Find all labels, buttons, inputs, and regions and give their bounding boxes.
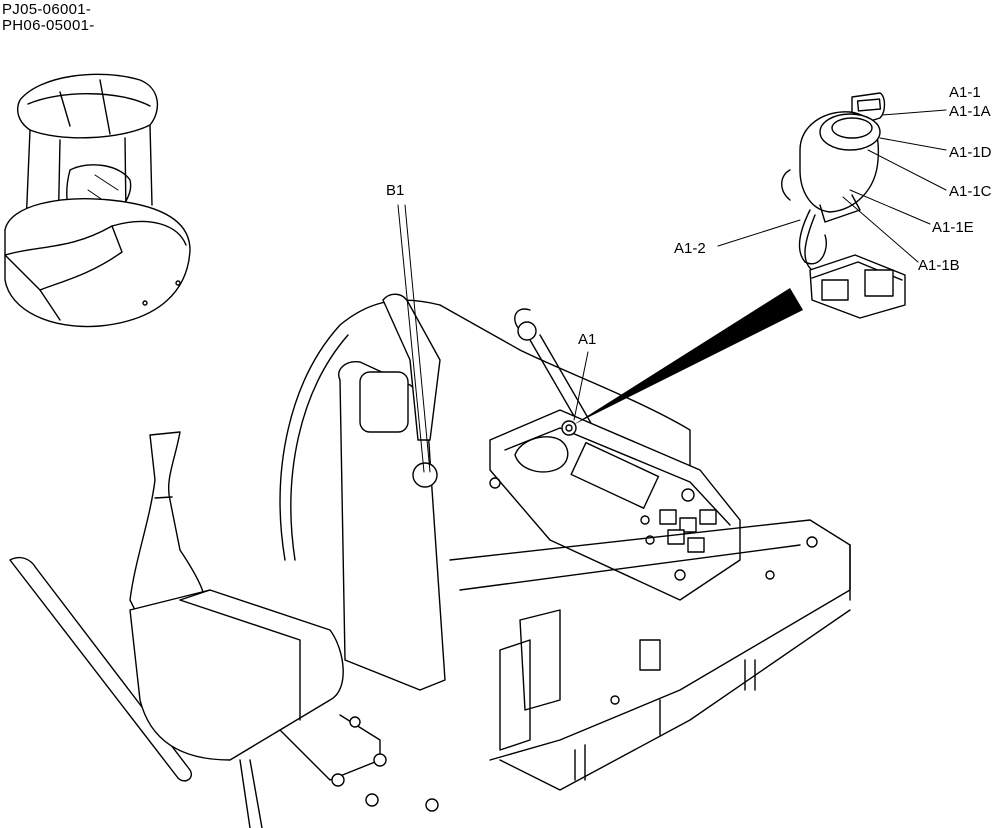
- callout-a1-2: A1-2: [674, 240, 706, 257]
- callout-a1-1e: A1-1E: [932, 219, 974, 236]
- leader-lines: [397, 109, 947, 473]
- callout-a1-1: A1-1: [949, 84, 981, 101]
- serial-range-1: PJ05-06001-: [2, 1, 92, 18]
- callout-b1: B1: [386, 182, 404, 199]
- operator-station-drawing: [9, 293, 851, 828]
- callout-a1-1d: A1-1D: [949, 144, 992, 161]
- callout-a1-1a: A1-1A: [949, 103, 991, 120]
- serial-range-2: PH06-05001-: [2, 17, 95, 34]
- machine-overview-thumbnail: [4, 73, 191, 328]
- detail-pointer-wedge: [573, 288, 803, 425]
- callout-a1-1b: A1-1B: [918, 257, 960, 274]
- callout-a1-1c: A1-1C: [949, 183, 992, 200]
- callout-a1: A1: [578, 331, 596, 348]
- key-switch-detail: [781, 92, 906, 319]
